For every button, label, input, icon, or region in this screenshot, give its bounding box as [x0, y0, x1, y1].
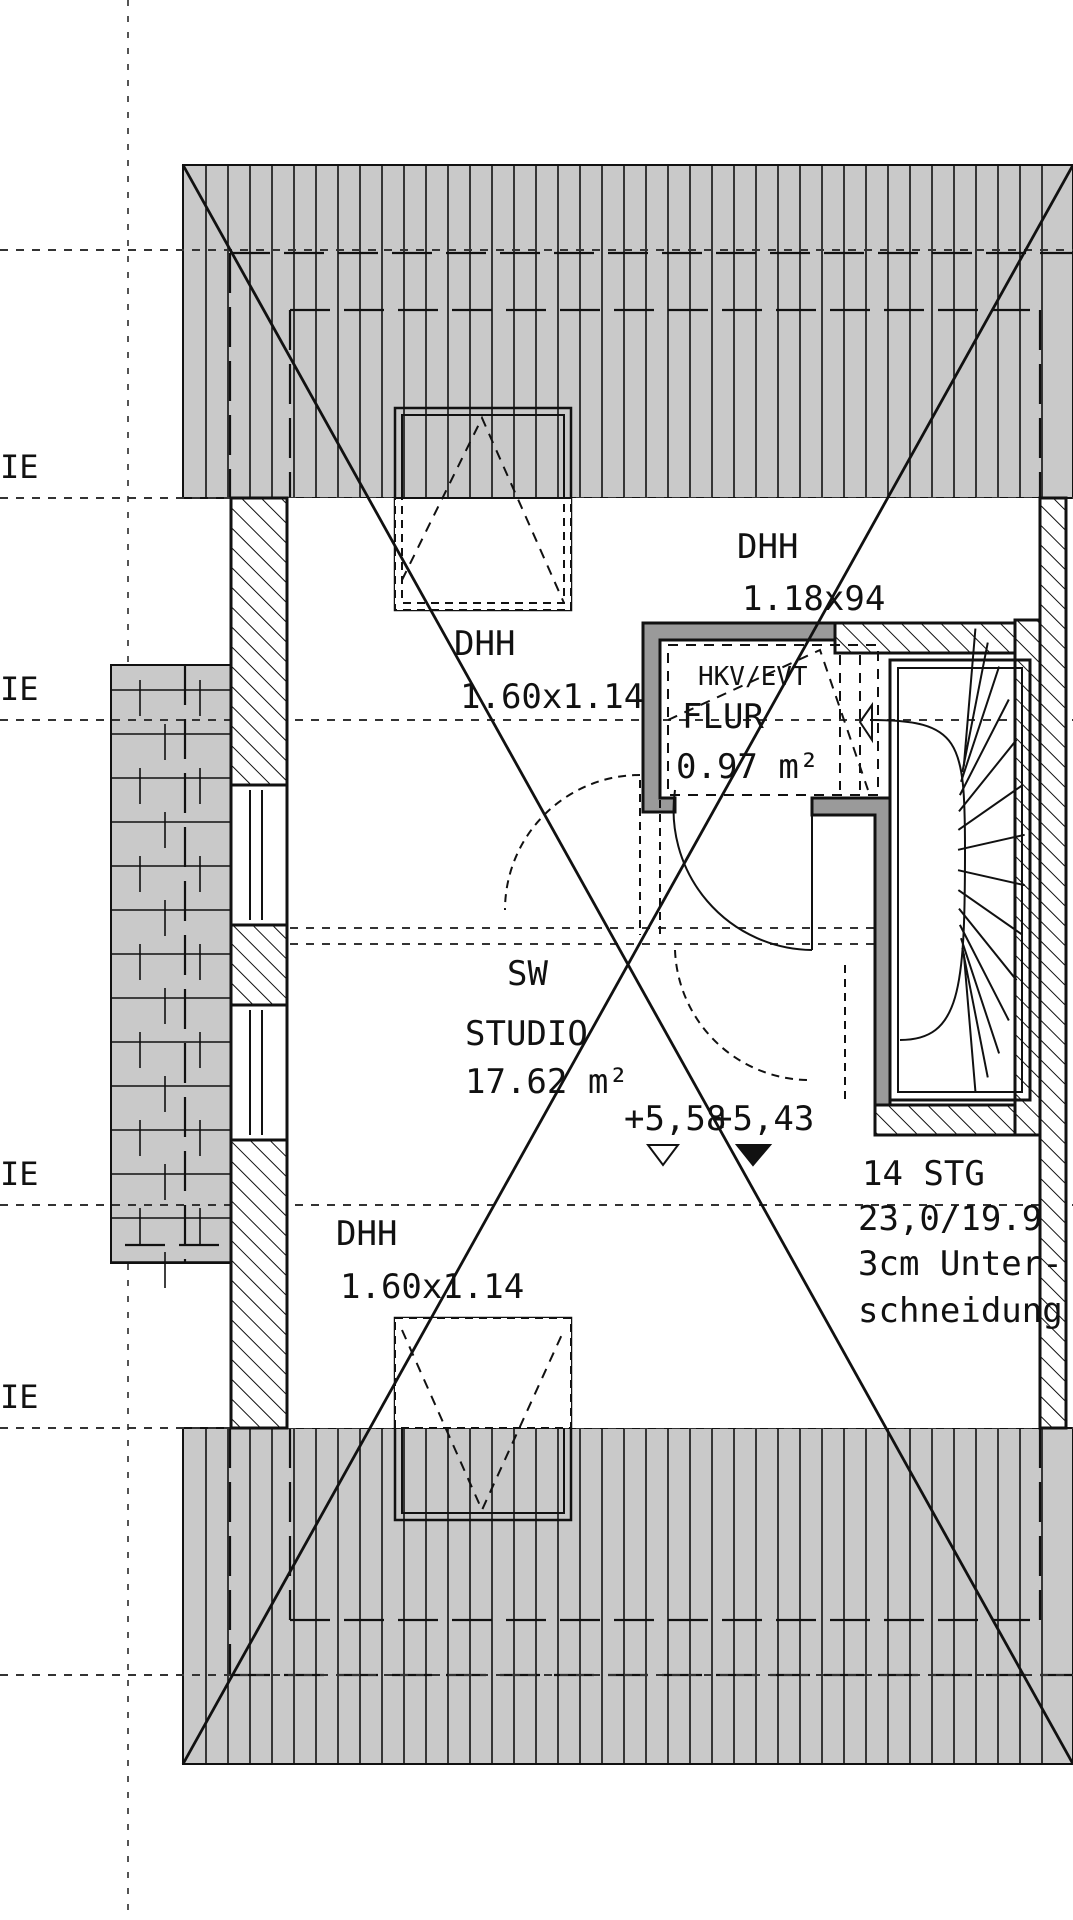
edge-label-3: IE [0, 1155, 39, 1193]
void-cross [181, 164, 1073, 1765]
skylight-top [393, 406, 573, 612]
stairs-ratio: 23,0/19.9 [858, 1199, 1042, 1239]
edge-label-4: IE [0, 1378, 39, 1416]
skylight-stair-size: 1.18x94 [742, 579, 885, 619]
stairs-count: 14 STG [862, 1154, 985, 1194]
wall-left [229, 496, 289, 1430]
stair-step [960, 666, 1001, 783]
level-floor: +5,43 [712, 1099, 814, 1139]
staircase [869, 628, 1032, 1102]
roof-top [182, 164, 1073, 499]
skylight-top-tag: DHH [454, 624, 515, 664]
stair-step [962, 628, 977, 767]
stair-step [958, 739, 1018, 813]
stairs-note-2: schneidung [858, 1291, 1063, 1331]
skylight-stair [667, 644, 879, 796]
edge-label-1: IE [0, 448, 39, 486]
skylight-bottom-tag: DHH [336, 1214, 397, 1254]
skylight-stair-tag: DHH [737, 527, 798, 567]
skylight-top-size: 1.60x1.14 [460, 677, 644, 717]
stairs-note-1: 3cm Unter- [858, 1244, 1063, 1284]
studio-name: STUDIO [465, 1014, 588, 1054]
studio-area: 17.62 m² [465, 1062, 629, 1102]
roof-side-left [110, 664, 232, 1288]
skylight-bottom-size: 1.60x1.14 [340, 1267, 524, 1307]
flur-area: 0.97 m² [676, 747, 819, 787]
stair-step [958, 924, 1010, 1021]
flur-name: FLUR [682, 697, 764, 737]
stair-walls [833, 618, 1042, 1137]
stair-step [961, 642, 989, 773]
studio-sw: SW [507, 954, 548, 994]
stair-step [960, 937, 1001, 1054]
stair-step [957, 869, 1025, 887]
stair-step [958, 699, 1010, 796]
edge-label-2: IE [0, 670, 39, 708]
stair-step [957, 784, 1023, 831]
roof-bottom [182, 1427, 1073, 1765]
wall-right [1038, 496, 1068, 1430]
stair-step [962, 953, 977, 1092]
level-markers [646, 1144, 773, 1167]
stair-step [957, 889, 1023, 936]
stair-step [961, 947, 989, 1078]
level-top: +5,58 [624, 1099, 726, 1139]
skylight-bottom [393, 1316, 573, 1522]
flur-tag: HKV/EVT [698, 662, 808, 692]
stair-step [958, 907, 1018, 981]
stair-step [957, 833, 1025, 851]
